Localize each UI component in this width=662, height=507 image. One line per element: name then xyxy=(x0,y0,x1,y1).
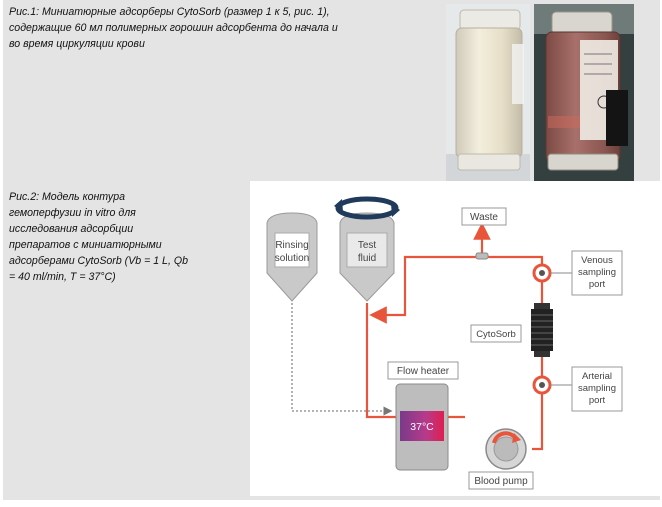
venous-label-3: port xyxy=(589,279,606,290)
blood-pump-box xyxy=(468,471,534,490)
temperature-label: 37°C xyxy=(410,421,434,433)
cytosorb-label: CytoSorb xyxy=(476,329,516,340)
flow-heater-label: Flow heater xyxy=(397,366,450,377)
blood-pump-label: Blood pump xyxy=(474,476,528,487)
photo-adsorber-during xyxy=(534,4,634,182)
arterial-port-box xyxy=(571,366,623,412)
arterial-label-3: port xyxy=(589,395,606,406)
rotation-arrow-icon xyxy=(334,196,400,220)
circuit-svg: Rinsing solution Test fluid xyxy=(266,196,623,490)
test-fluid-label-1: Test xyxy=(358,240,377,251)
cytosorb-cartridge xyxy=(531,303,553,357)
venous-label-2: sampling xyxy=(578,267,616,278)
tubing-circuit xyxy=(365,222,544,451)
rinsing-solution-container: Rinsing solution xyxy=(266,212,318,302)
document-page: Рис.1: Миниатюрные адсорберы CytoSorb (р… xyxy=(3,0,662,500)
waste-valve xyxy=(475,252,489,260)
test-fluid-label-2: fluid xyxy=(358,253,376,264)
adsorber-before-image xyxy=(446,4,530,182)
venous-port-box xyxy=(571,250,623,296)
photo-adsorber-before xyxy=(446,4,530,182)
adsorber-during-image xyxy=(534,4,634,182)
cytosorb-box xyxy=(470,324,522,343)
figure-2-caption: Рис.2: Модель контура гемоперфузии in vi… xyxy=(9,191,188,283)
rinsing-label-2: solution xyxy=(275,253,309,264)
venous-label-1: Venous xyxy=(581,255,613,266)
waste-box xyxy=(461,207,507,226)
test-fluid-container: Test fluid xyxy=(339,212,395,302)
figure-1-caption: Рис.1: Миниатюрные адсорберы CytoSorb (р… xyxy=(9,6,338,50)
waste-label: Waste xyxy=(470,212,498,223)
arterial-label-2: sampling xyxy=(578,383,616,394)
heater-display xyxy=(400,411,444,441)
hemoperfusion-circuit-diagram: Rinsing solution Test fluid xyxy=(250,181,662,496)
rinsing-dashed-line xyxy=(291,303,393,416)
rinsing-label-1: Rinsing xyxy=(275,240,308,251)
flow-heater-box xyxy=(387,361,459,380)
arterial-label-1: Arterial xyxy=(582,371,612,382)
